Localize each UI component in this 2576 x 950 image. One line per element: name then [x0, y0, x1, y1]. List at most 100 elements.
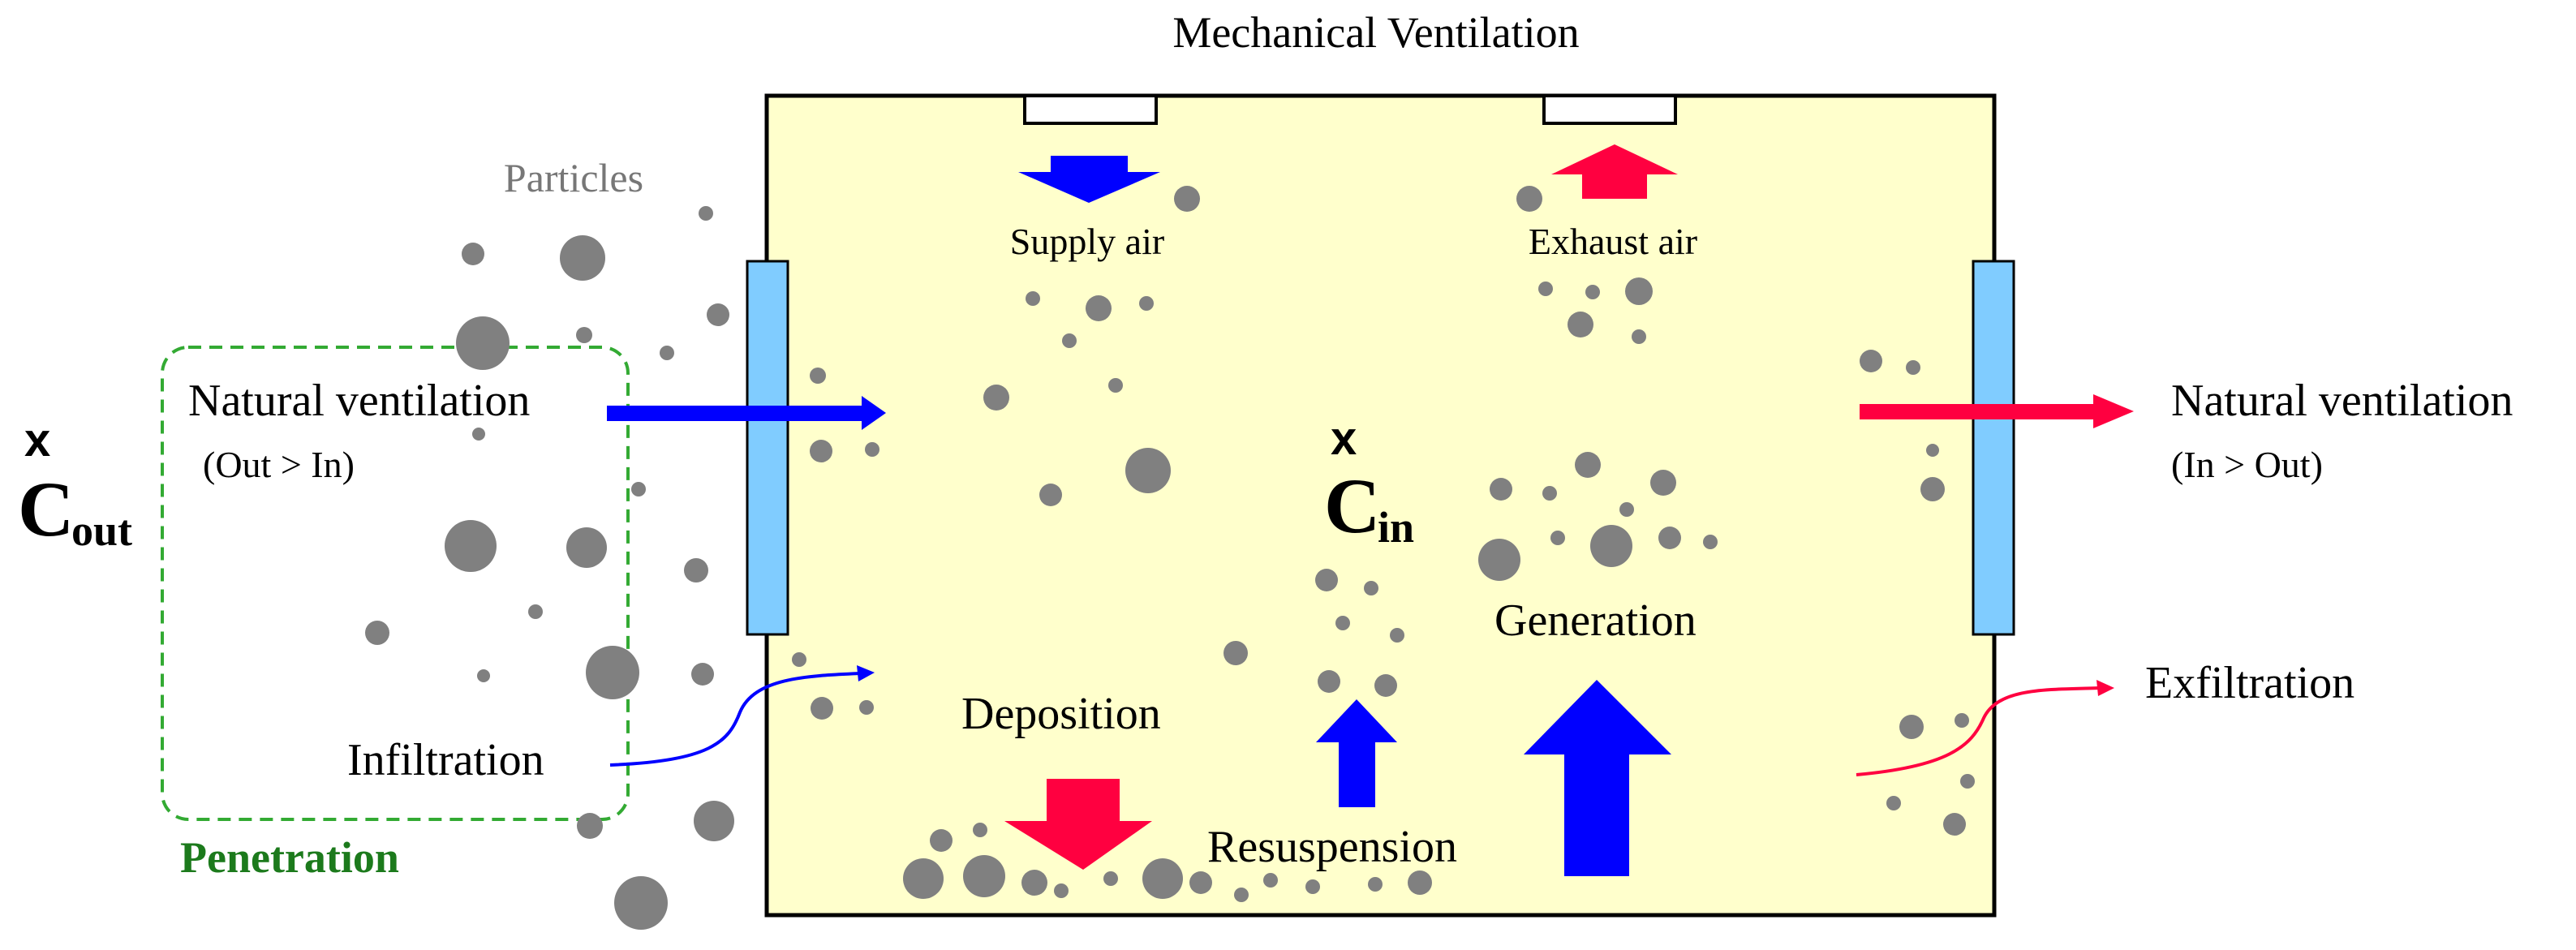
resuspension-label: Resuspension	[1207, 822, 1457, 872]
deposition-arrow	[1004, 779, 1152, 870]
particle-dot	[691, 663, 714, 686]
supply-vent	[1023, 94, 1158, 125]
exhaust-vent	[1542, 94, 1677, 125]
particle-dot	[1703, 535, 1718, 549]
particle-dot	[1374, 674, 1397, 697]
penetration-label: Penetration	[180, 833, 399, 882]
particle-dot	[1054, 883, 1069, 898]
particle-dot	[1650, 470, 1676, 496]
particle-dot	[365, 621, 389, 645]
particle-dot	[1139, 296, 1154, 311]
particle-dot	[472, 428, 485, 441]
natural-vent-in-arrowhead	[862, 396, 886, 430]
particle-dot	[631, 482, 646, 496]
cin-mark: x	[1331, 412, 1357, 465]
particle-dot	[1223, 641, 1248, 665]
particle-dot	[1542, 486, 1557, 501]
cin-sub: in	[1378, 503, 1414, 552]
particle-dot	[1142, 858, 1183, 899]
particle-dot	[973, 823, 987, 837]
right-window	[1972, 260, 2015, 636]
exfiltration-label: Exfiltration	[2145, 658, 2355, 708]
particle-dot	[865, 442, 879, 457]
generation-label: Generation	[1494, 595, 1697, 646]
particle-dot	[1619, 502, 1634, 517]
natural-vent-in-shaft	[607, 406, 863, 421]
particle-dot	[699, 206, 713, 221]
particle-dot	[1364, 581, 1378, 595]
particle-dot	[445, 520, 497, 572]
particles-label: Particles	[504, 155, 643, 200]
particle-dot	[1390, 628, 1404, 643]
particle-dot	[1920, 477, 1945, 501]
title: Mechanical Ventilation	[1172, 8, 1579, 57]
particle-dot	[1632, 329, 1646, 344]
particles-group	[365, 186, 1975, 930]
particle-dot	[1625, 277, 1653, 305]
particle-dot	[1335, 616, 1350, 630]
particle-dot	[1368, 877, 1383, 892]
particle-dot	[1860, 350, 1882, 372]
particle-dot	[660, 346, 674, 360]
cin-main: C	[1324, 462, 1380, 549]
particle-dot	[1305, 879, 1320, 894]
infiltration-arrowhead	[857, 665, 875, 681]
particle-dot	[1108, 378, 1123, 393]
particle-dot	[528, 604, 543, 619]
particle-dot	[1125, 448, 1171, 493]
particle-dot	[1189, 871, 1212, 894]
particle-dot	[1234, 888, 1249, 902]
particle-dot	[1538, 282, 1553, 296]
particle-dot	[560, 235, 605, 281]
particle-dot	[1658, 527, 1681, 549]
particle-dot	[707, 303, 729, 326]
particle-dot	[1103, 871, 1118, 886]
natural-vent-in-sub: (Out > In)	[203, 444, 355, 485]
particle-dot	[462, 243, 484, 265]
cout-sub: out	[71, 506, 132, 555]
particle-dot	[694, 801, 734, 841]
particle-dot	[1263, 873, 1278, 888]
particle-dot	[1899, 715, 1924, 739]
particle-dot	[1886, 796, 1901, 810]
particle-dot	[1490, 478, 1512, 501]
particle-dot	[477, 669, 490, 682]
supply-air-arrow	[1018, 156, 1160, 203]
particle-dot	[1021, 870, 1047, 896]
particle-dot	[1174, 186, 1200, 212]
particle-dot	[1926, 444, 1939, 457]
penetration-box	[161, 346, 630, 821]
particle-dot	[1550, 531, 1565, 545]
particle-dot	[1408, 870, 1432, 895]
cout-main: C	[18, 466, 74, 552]
natural-vent-out-sub: (In > Out)	[2171, 444, 2323, 485]
deposition-label: Deposition	[961, 689, 1161, 739]
particle-dot	[903, 858, 944, 899]
particle-dot	[810, 368, 826, 384]
particle-dot	[792, 652, 806, 667]
exfiltration-arrowhead	[2096, 680, 2114, 696]
particle-dot	[1062, 333, 1077, 348]
particle-dot	[1585, 285, 1600, 299]
particle-dot	[930, 829, 953, 852]
particle-dot	[1516, 186, 1542, 212]
left-window	[746, 260, 789, 636]
particle-dot	[963, 855, 1005, 897]
room	[764, 93, 1997, 918]
resuspension-arrow	[1316, 699, 1397, 807]
natural-vent-in-label: Natural ventilation	[188, 376, 530, 426]
particle-dot	[1478, 539, 1520, 581]
particle-dot	[684, 558, 708, 582]
particle-dot	[1315, 569, 1338, 591]
particle-dot	[1955, 713, 1969, 728]
exfiltration-curve	[1856, 686, 2101, 776]
particle-dot	[1943, 813, 1966, 836]
particle-dot	[859, 700, 874, 715]
exhaust-air-label: Exhaust air	[1529, 221, 1697, 262]
particle-dot	[1568, 312, 1593, 337]
natural-vent-out-label: Natural ventilation	[2171, 376, 2513, 426]
particle-dot	[1039, 484, 1062, 506]
particle-dot	[576, 327, 592, 343]
cout-mark: x	[24, 414, 50, 466]
particle-dot	[566, 527, 607, 568]
